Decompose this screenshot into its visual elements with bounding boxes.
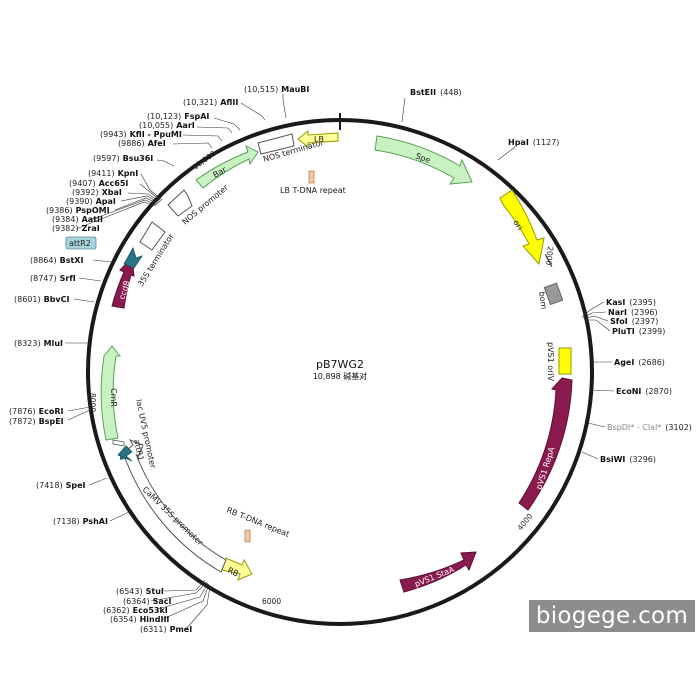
- watermark-logo: biogege.com: [529, 600, 695, 632]
- site-leaders: [65, 94, 615, 630]
- feature-bom: [543, 282, 564, 306]
- rb-repeat-label: RB T-DNA repeat: [225, 506, 290, 539]
- site-ecori: (7876)EcoRI: [9, 407, 63, 416]
- rb-label: RB: [226, 566, 240, 579]
- tick-8000: 8000: [88, 393, 97, 412]
- site-mlui: (8323)MluI: [14, 339, 63, 348]
- site-pspomi: (9386)PspOMI: [46, 206, 110, 215]
- site-kpni: (9411)KpnI: [88, 169, 138, 178]
- site-econi: EcoNI(2870): [616, 387, 672, 396]
- feature-ori: ori: [499, 189, 545, 266]
- site-stui: (6543)StuI: [116, 587, 164, 596]
- site-aatii: (9384)AatII: [52, 215, 103, 224]
- site-eco53ki: (6362)Eco53kI: [103, 606, 168, 615]
- site-pmei: (6311)PmeI: [140, 625, 192, 634]
- site-acc65i: (9407)Acc65I: [69, 179, 128, 188]
- site-srfi: (8747)SrfI: [30, 274, 76, 283]
- site-hindiii: (6354)HindIII: [110, 615, 169, 624]
- site-bsteii: BstEII(448): [410, 88, 462, 97]
- feature-lb: LB: [297, 129, 339, 149]
- sites-left: (8864)BstXI (8747)SrfI (8601)BbvCI (8323…: [9, 256, 108, 526]
- feature-nos-promoter: NOS promoter: [167, 183, 231, 227]
- tick-2000: 2000: [544, 246, 555, 266]
- lac-uv5-mark: [112, 439, 125, 447]
- site-bbvci: (8601)BbvCI: [14, 295, 70, 304]
- cmr-label: CmR: [109, 388, 118, 407]
- feature-attr2-arrow: [123, 246, 143, 269]
- site-afei: (9886)AfeI: [118, 139, 166, 148]
- site-spei: (7418)SpeI: [36, 481, 86, 490]
- bom-label: bom: [537, 291, 548, 310]
- site-kasi: KasI(2395): [606, 298, 656, 307]
- site-maubi: (10,515)MauBI: [244, 85, 309, 94]
- plasmid-name: pB7WG2: [316, 358, 364, 371]
- site-xbai: (9392)XbaI: [72, 188, 122, 197]
- site-bstxi: (8864)BstXI: [30, 256, 83, 265]
- site-hpai: HpaI(1127): [508, 138, 559, 147]
- tick-6000: 6000: [262, 597, 281, 606]
- feature-pvs1-staa: pVS1 StaA: [399, 551, 477, 593]
- lb-repeat-label: LB T-DNA repeat: [280, 186, 346, 195]
- site-saci: (6364)SacI: [123, 597, 172, 606]
- feature-cmr: CmR: [100, 345, 122, 441]
- site-agei: AgeI(2686): [614, 358, 665, 367]
- site-pluti: PluTI(2399): [612, 327, 665, 336]
- pvs1-oriv-label: pVS1 oriV: [546, 342, 555, 382]
- site-pshai: (7138)PshAI: [53, 517, 108, 526]
- lb-label: LB: [314, 135, 324, 144]
- sites-bottom: (6543)StuI (6364)SacI (6362)Eco53kI (635…: [103, 587, 192, 634]
- site-bspdi-clai: BspDI* - ClaI*(3102): [607, 423, 692, 432]
- site-nari: NarI(2396): [608, 308, 658, 317]
- site-zrai: (9382)ZraI: [52, 224, 100, 233]
- feature-spe: Spe: [374, 135, 473, 185]
- site-aari: (10,055)AarI: [139, 121, 195, 130]
- site-kfli-ppumi: (9943)KflI - PpuMI: [100, 130, 182, 139]
- site-sfoi: SfoI(2397): [610, 317, 658, 326]
- site-bsu36i: (9597)Bsu36I: [93, 154, 153, 163]
- feature-pvs1-oriv: [558, 347, 572, 375]
- sites-right: BstEII(448) HpaI(1127) KasI(2395) NarI(2…: [410, 88, 692, 464]
- feature-bar: Bar: [195, 145, 259, 189]
- site-fspai: (10,123)FspAI: [147, 112, 209, 121]
- attr2-box: attR2: [65, 236, 97, 250]
- feature-35s-terminator: 35S terminator: [136, 221, 176, 288]
- tick-4000: 4000: [515, 511, 534, 532]
- rb-repeat-mark: [244, 529, 251, 543]
- sites-top-left: (10,515)MauBI (10,321)AflII (10,123)FspA…: [46, 85, 309, 233]
- attr1-label: attR1: [132, 439, 145, 462]
- attr2-label: attR2: [69, 239, 91, 248]
- plasmid-size: 10,898 碱基对: [313, 371, 368, 381]
- site-bsiwi: BsiWI(3296): [600, 455, 656, 464]
- lb-repeat-mark: [308, 170, 315, 184]
- feature-attr1: attR1: [117, 439, 145, 462]
- site-aflii: (10,321)AflII: [183, 98, 238, 107]
- feature-rb: RB: [221, 557, 253, 581]
- site-bspei: (7872)BspEI: [9, 417, 64, 426]
- site-apai: (9390)ApaI: [66, 197, 116, 206]
